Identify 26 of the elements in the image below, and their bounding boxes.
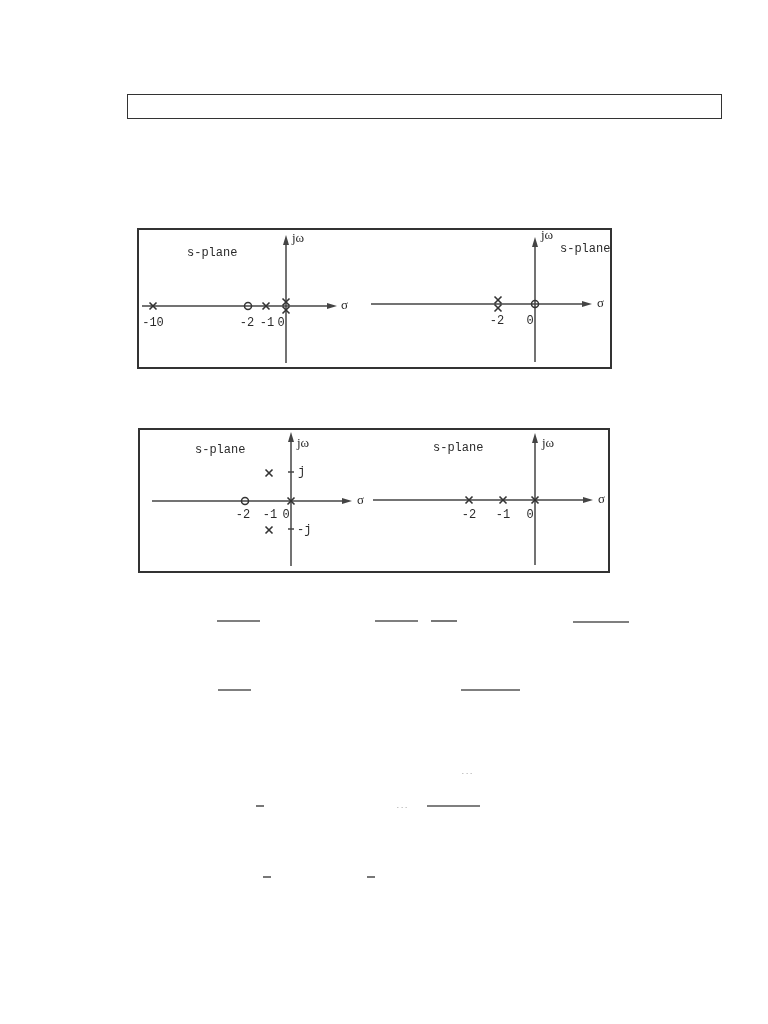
axis-label: jω <box>292 231 305 245</box>
plane-label: s-plane <box>433 441 484 455</box>
tick-label: -10 <box>142 316 164 330</box>
tick-label: -1 <box>495 508 511 522</box>
tick-label: -1 <box>262 508 278 522</box>
axis-label: σ <box>341 298 348 312</box>
tick-label: -2 <box>239 316 255 330</box>
tick-label: 0 <box>282 508 290 522</box>
axis-label: jω <box>541 228 554 242</box>
tick-label: -j <box>297 523 312 537</box>
tick-label: 0 <box>277 316 285 330</box>
tick-label: j <box>298 465 306 479</box>
axis-label: σ <box>598 492 605 506</box>
tick-label: -2 <box>235 508 251 522</box>
plane-label: s-plane <box>187 246 238 260</box>
axis-label: jω <box>297 436 310 450</box>
tick-label: -2 <box>489 314 505 328</box>
plane-label: s-plane <box>195 443 246 457</box>
tick-label: 0 <box>526 508 534 522</box>
tick-label: -2 <box>461 508 477 522</box>
tick-label: 0 <box>526 314 534 328</box>
tick-label: -1 <box>259 316 275 330</box>
axis-label: jω <box>542 436 555 450</box>
plane-label: s-plane <box>560 242 611 256</box>
axis-label: σ <box>357 493 364 507</box>
axis-label: σ <box>597 296 604 310</box>
